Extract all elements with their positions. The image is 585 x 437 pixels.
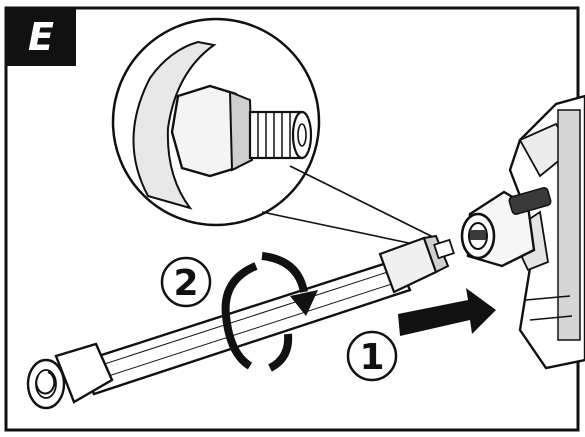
- step-2-badge: 2: [160, 256, 212, 308]
- zoom-callout: [111, 17, 436, 247]
- extension-wand: [26, 234, 455, 410]
- step-2-number: 2: [173, 263, 198, 304]
- step-label: E: [6, 8, 76, 66]
- rotate-arrows: [221, 252, 318, 372]
- step-1-number: 1: [359, 337, 384, 378]
- arrowhead-down: [290, 290, 318, 316]
- insert-arrow: [398, 288, 496, 336]
- gun-body: [460, 94, 585, 370]
- step-1-badge: 1: [346, 330, 398, 382]
